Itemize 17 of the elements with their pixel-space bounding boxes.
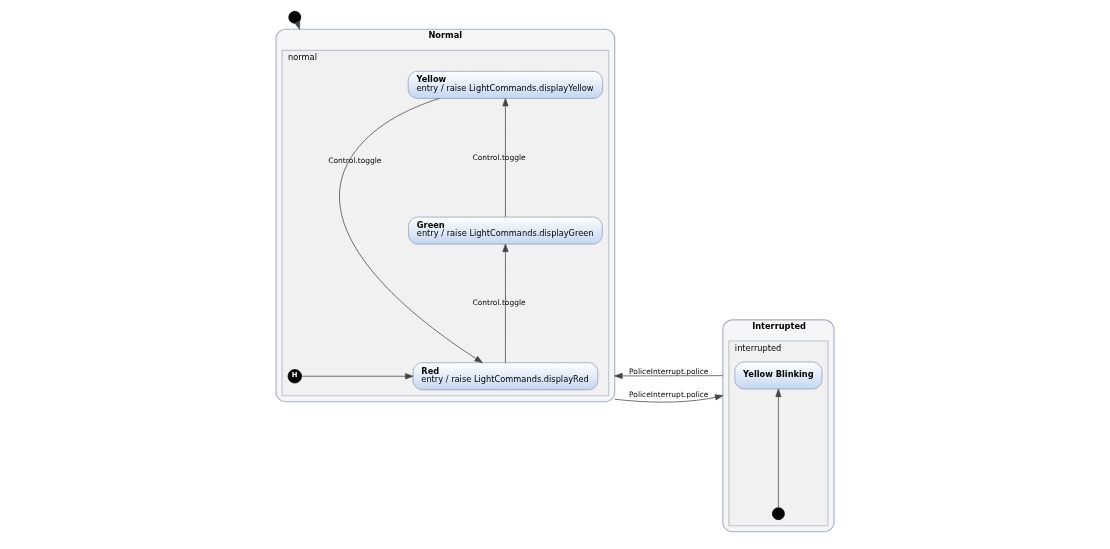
edge-label: Control.toggle: [328, 156, 382, 166]
edge-label: PoliceInterrupt.police: [629, 367, 709, 376]
edge-label: Control.toggle: [472, 152, 526, 162]
node-box: Red entry / raise LightCommands.displayRed: [412, 362, 599, 391]
arrow: [775, 388, 782, 508]
arrow: [502, 243, 509, 363]
arrow: [339, 98, 483, 363]
edge-label: PoliceInterrupt.police: [629, 389, 709, 399]
node-box: Yellow Blinking: [734, 361, 823, 390]
arrow: [301, 373, 414, 380]
arrow: [614, 372, 724, 379]
arrow: [502, 98, 509, 218]
edge-label: Control.toggle: [472, 298, 526, 308]
node-box: Green entry / raise LightCommands.displayGreen: [408, 216, 603, 245]
arrow: [614, 394, 724, 403]
node-circle: [772, 507, 785, 521]
node-box: Yellow entry / raise LightCommands.displayYellow: [407, 71, 604, 99]
